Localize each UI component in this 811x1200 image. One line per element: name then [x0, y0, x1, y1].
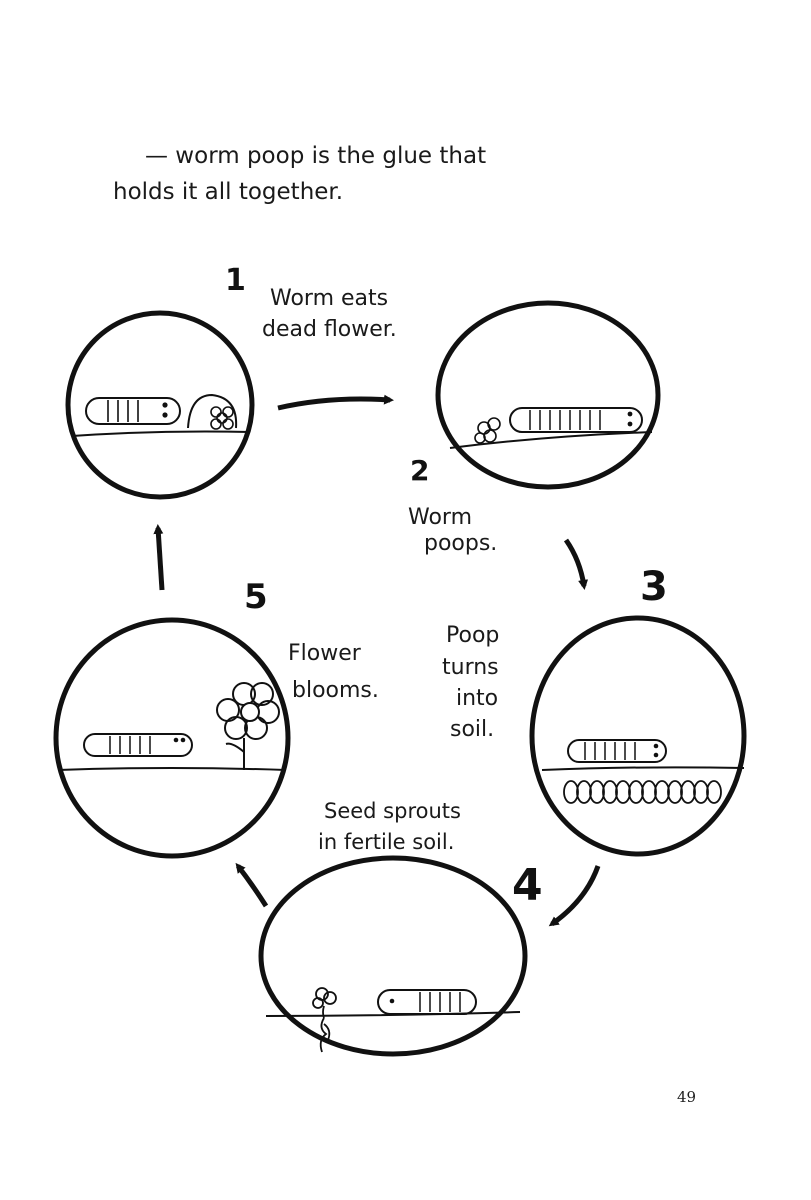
worm-icon	[377, 989, 477, 1015]
step-number-2: 2	[410, 454, 429, 487]
caption-step-2-line-1: Worm	[408, 505, 472, 530]
caption-step-4-line-2: in fertile soil.	[318, 830, 454, 854]
caption-step-5-line-1: Flower	[288, 641, 362, 666]
arrow-2-to-3	[563, 538, 589, 590]
caption-step-3-line-3: into	[456, 686, 498, 711]
arrow-4-to-5	[235, 862, 269, 908]
body-text-line-1: — worm poop is the glue that	[145, 143, 487, 169]
worm-icon	[509, 407, 643, 433]
worm-icon	[85, 397, 181, 425]
caption-step-1-line-1: Worm eats	[270, 286, 388, 311]
caption-step-3-line-1: Poop	[446, 623, 499, 648]
caption-step-5-line-2: blooms.	[292, 678, 379, 703]
step-number-4: 4	[512, 860, 543, 911]
cycle-arrows	[153, 394, 601, 927]
caption-step-1-line-2: dead flower.	[262, 317, 397, 342]
body-text-line-2: holds it all together.	[113, 179, 344, 205]
arrow-1-to-2	[277, 394, 394, 411]
step-number-1: 1	[225, 263, 246, 298]
caption-step-4-line-1: Seed sprouts	[324, 799, 461, 823]
caption-step-2-line-2: poops.	[424, 531, 497, 556]
dead-flower-icon	[187, 393, 238, 430]
sprout-icon	[312, 987, 337, 1053]
worm-icon	[567, 739, 667, 763]
arrow-5-to-1	[153, 524, 165, 591]
page-number: 49	[677, 1088, 697, 1106]
step-number-3: 3	[640, 564, 668, 610]
stage-5-circle	[53, 617, 291, 859]
caption-step-3-line-4: soil.	[450, 717, 494, 742]
stage-1-circle	[65, 310, 255, 500]
poop-icon	[474, 417, 501, 444]
step-number-5: 5	[244, 577, 268, 617]
flower-icon	[216, 682, 280, 770]
arrow-3-to-4	[548, 865, 601, 927]
soil-icon	[563, 780, 722, 804]
worm-icon	[83, 733, 193, 757]
stage-4-circle	[258, 855, 528, 1057]
caption-step-3-line-2: turns	[442, 655, 499, 680]
stage-3-circle	[529, 615, 747, 857]
stage-2-circle	[435, 300, 661, 490]
